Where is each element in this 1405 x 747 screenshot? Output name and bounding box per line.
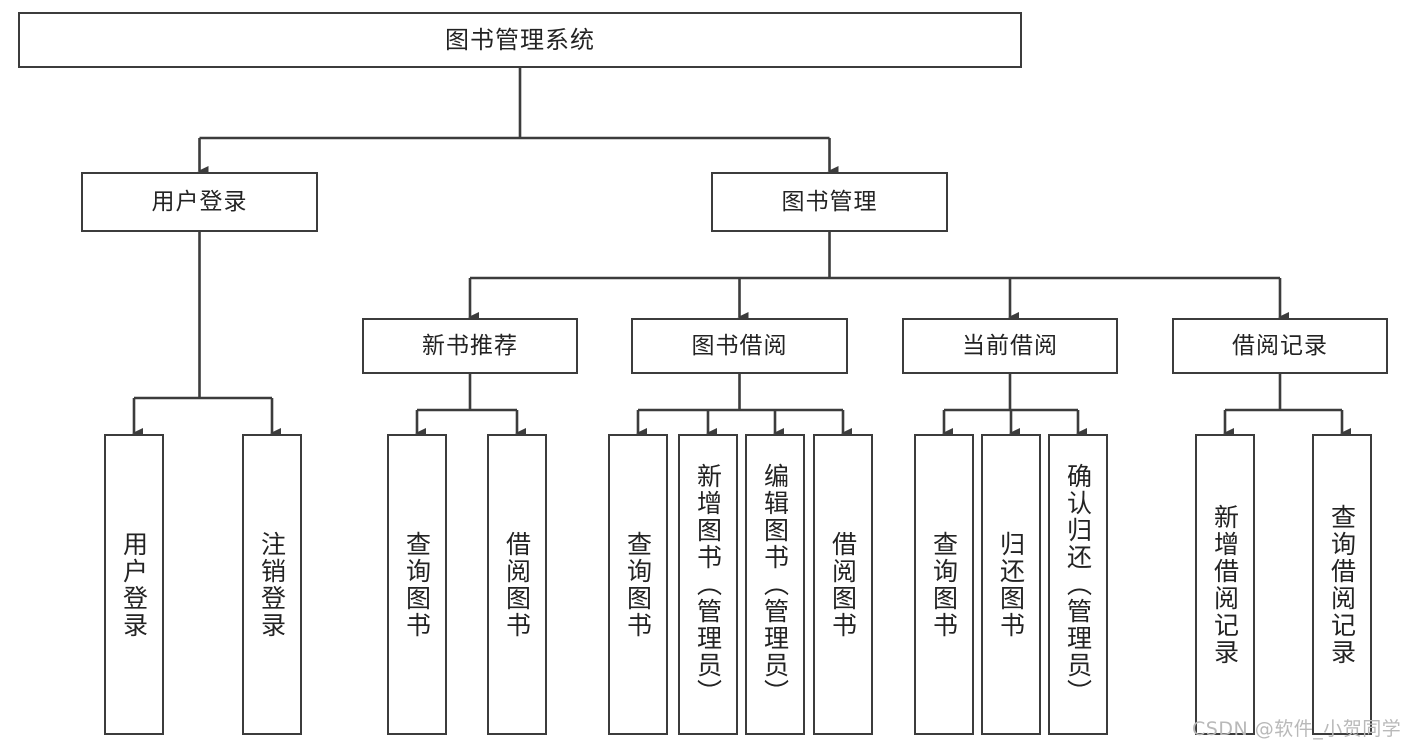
node-label: 查询借阅记录: [1327, 503, 1357, 666]
node-leaf-logout[interactable]: 注销登录: [242, 434, 302, 735]
node-label: 图书借阅: [691, 332, 788, 359]
node-leaf-borrow-book-2[interactable]: 借阅图书: [813, 434, 873, 735]
node-book-manage[interactable]: 图书管理: [711, 172, 948, 232]
node-label: 查询图书: [402, 530, 432, 639]
node-label: 图书管理系统: [445, 26, 595, 54]
node-leaf-confirm-return[interactable]: 确认归还（管理员）: [1048, 434, 1108, 735]
node-borrow-record[interactable]: 借阅记录: [1172, 318, 1388, 374]
node-label: 查询图书: [623, 530, 653, 639]
node-leaf-edit-book[interactable]: 编辑图书（管理员）: [745, 434, 805, 735]
node-leaf-add-book[interactable]: 新增图书（管理员）: [678, 434, 738, 735]
node-label: 查询图书: [929, 530, 959, 639]
node-label: 新增借阅记录: [1210, 503, 1240, 666]
node-label: 借阅记录: [1232, 332, 1328, 359]
node-leaf-query-record[interactable]: 查询借阅记录: [1312, 434, 1372, 735]
node-user-login[interactable]: 用户登录: [81, 172, 318, 232]
node-label: 注销登录: [257, 530, 287, 639]
node-label: 图书管理: [781, 188, 878, 215]
node-leaf-borrow-book-1[interactable]: 借阅图书: [487, 434, 547, 735]
node-label: 确认归还（管理员）: [1063, 463, 1093, 706]
node-label: 归还图书: [996, 530, 1026, 639]
node-current-borrow[interactable]: 当前借阅: [902, 318, 1118, 374]
node-label: 用户登录: [119, 530, 149, 639]
node-leaf-user-login[interactable]: 用户登录: [104, 434, 164, 735]
node-leaf-return-book[interactable]: 归还图书: [981, 434, 1041, 735]
node-label: 借阅图书: [502, 530, 532, 639]
node-label: 用户登录: [151, 188, 248, 215]
node-root[interactable]: 图书管理系统: [18, 12, 1022, 68]
node-label: 新增图书（管理员）: [693, 463, 723, 706]
node-label: 借阅图书: [828, 530, 858, 639]
node-label: 编辑图书（管理员）: [760, 463, 790, 706]
node-label: 新书推荐: [422, 332, 518, 359]
node-book-borrow[interactable]: 图书借阅: [631, 318, 848, 374]
node-leaf-query-book-3[interactable]: 查询图书: [914, 434, 974, 735]
node-leaf-query-book-2[interactable]: 查询图书: [608, 434, 668, 735]
csdn-watermark: CSDN @软件_小贺同学: [1192, 718, 1402, 740]
node-new-book-recommend[interactable]: 新书推荐: [362, 318, 578, 374]
node-leaf-query-book-1[interactable]: 查询图书: [387, 434, 447, 735]
node-label: 当前借阅: [962, 332, 1058, 359]
node-leaf-add-record[interactable]: 新增借阅记录: [1195, 434, 1255, 735]
